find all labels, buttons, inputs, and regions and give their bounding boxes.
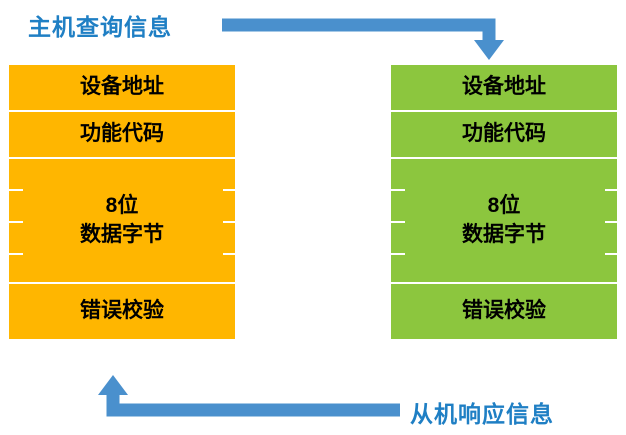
master-error-check-text: 错误校验 [80,299,164,323]
master-query-arrow [222,18,504,60]
master-error-check-cell: 错误校验 [9,284,235,339]
slave-data-bytes-line1: 8位 [487,194,521,218]
slave-data-bytes-cell: 8位 数据字节 [391,159,619,284]
master-device-address-cell: 设备地址 [9,65,235,112]
slave-device-address-text: 设备地址 [462,75,546,99]
slave-frame: 设备地址 功能代码 8位 数据字节 错误校验 [390,64,619,340]
master-frame: 设备地址 功能代码 8位 数据字节 错误校验 [8,64,237,340]
master-query-label: 主机查询信息 [28,14,172,40]
slave-error-check-text: 错误校验 [462,299,546,323]
master-function-code-text: 功能代码 [80,122,164,146]
master-function-code-cell: 功能代码 [9,112,235,159]
master-data-bytes-cell: 8位 数据字节 [9,159,237,284]
slave-function-code-cell: 功能代码 [391,112,617,159]
slave-response-label: 从机响应信息 [410,401,554,427]
slave-data-bytes-line2: 数据字节 [462,222,546,246]
master-data-bytes-line2: 数据字节 [80,222,164,246]
slave-response-arrow [98,375,400,417]
slave-function-code-text: 功能代码 [462,122,546,146]
slave-device-address-cell: 设备地址 [391,65,617,112]
master-data-bytes-line1: 8位 [105,194,139,218]
slave-error-check-cell: 错误校验 [391,284,617,339]
master-device-address-text: 设备地址 [80,75,164,99]
